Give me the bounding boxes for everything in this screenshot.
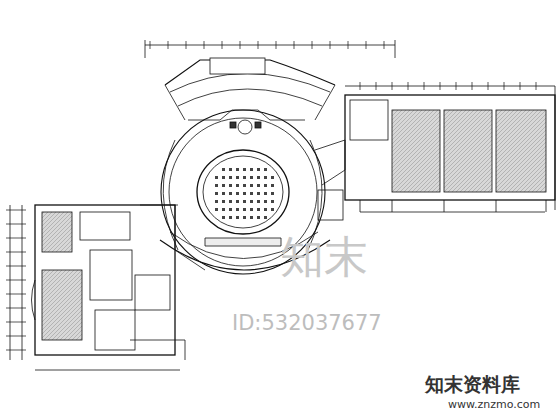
- dimension-ticks: [6, 41, 536, 350]
- plan-lines: [10, 40, 555, 370]
- watermark-logo: 知末: [280, 228, 368, 287]
- watermark-brand: 知末资料库: [425, 372, 520, 398]
- watermark-url: www.znzmo.com: [448, 398, 540, 411]
- plan-fixtures: [215, 168, 274, 219]
- watermark-id: ID:532037677: [232, 311, 382, 335]
